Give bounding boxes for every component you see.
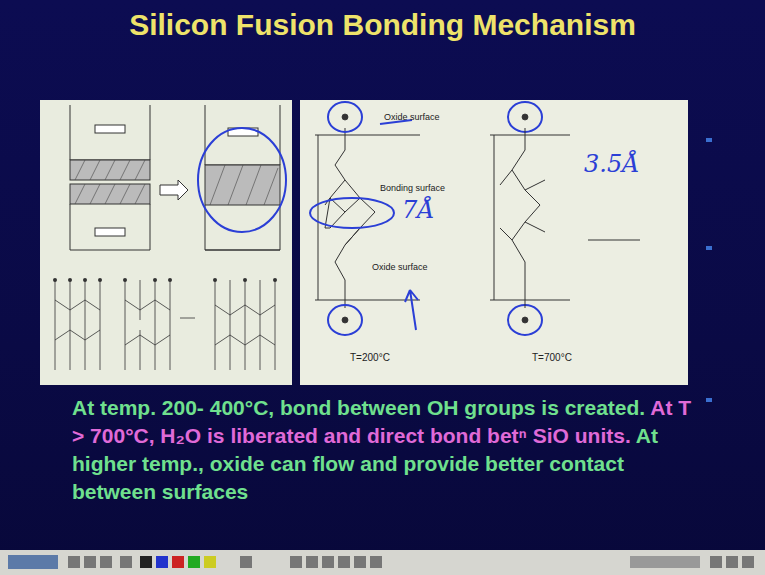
bond-structure-2 [490,128,640,308]
hand-circle [198,128,286,232]
slide-title: Silicon Fusion Bonding Mechanism [0,8,765,42]
lattice-sketches [55,280,275,370]
toolbar [0,550,765,575]
temperature-label: T=200°C [350,352,390,363]
spacing-label: 3.5Å [584,150,640,178]
slide-note: At temp. 200- 400°C, bond between OH gro… [72,394,702,506]
spacing-label: 7Å [402,196,435,224]
bonding-label: Bonding surface [380,183,445,193]
oxide-hatching [75,160,278,205]
right-panel [300,100,688,385]
temperature-label: T=700°C [532,352,572,363]
oxide-label: Oxide surface [372,262,428,272]
si-atoms [342,114,528,323]
note-sentence: At temp. 200- 400°C, bond between OH gro… [72,396,645,419]
oxide-label: Oxide surface [384,112,440,122]
wafer-stacks [70,105,280,250]
left-panel [40,100,292,385]
